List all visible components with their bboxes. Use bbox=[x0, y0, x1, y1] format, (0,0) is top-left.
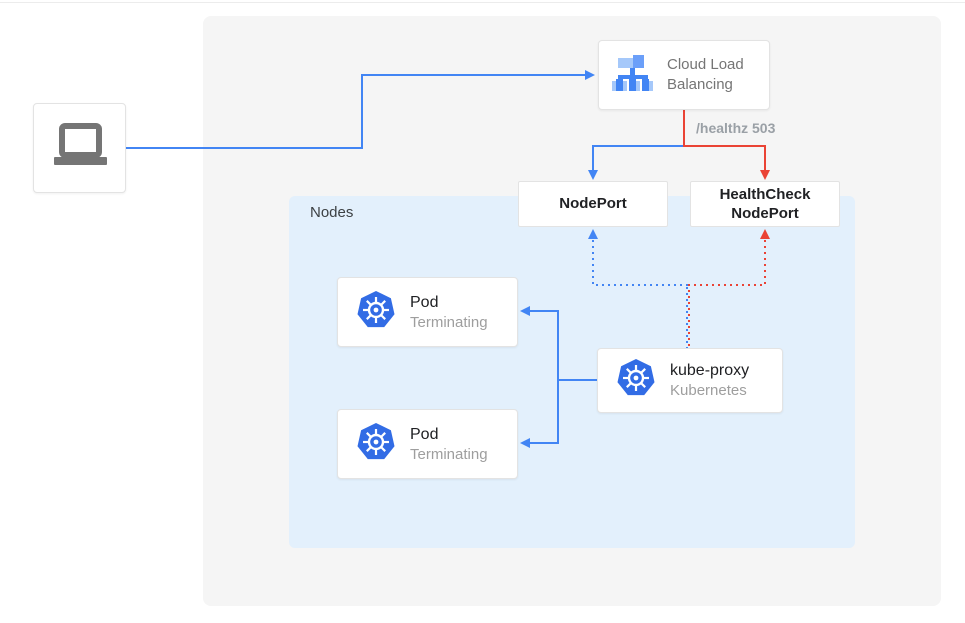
kubernetes-helm-icon bbox=[356, 290, 396, 335]
pod-terminating-node-2: Pod Terminating bbox=[337, 409, 518, 479]
top-divider bbox=[0, 2, 965, 3]
kubernetes-helm-icon bbox=[616, 358, 656, 403]
kube-proxy-node: kube-proxy Kubernetes bbox=[597, 348, 783, 413]
laptop-icon bbox=[48, 121, 112, 176]
healthz-status-label: /healthz 503 bbox=[696, 120, 776, 136]
kube-proxy-title: kube-proxy bbox=[670, 362, 750, 379]
pod-terminating-node-1: Pod Terminating bbox=[337, 277, 518, 347]
pod-status: Terminating bbox=[410, 445, 488, 463]
kubernetes-helm-icon bbox=[356, 422, 396, 467]
healthcheck-nodeport-node: HealthCheck NodePort bbox=[690, 181, 840, 227]
client-node bbox=[33, 103, 126, 193]
kube-proxy-subtitle: Kubernetes bbox=[670, 382, 747, 399]
healthcheck-nodeport-label: HealthCheck NodePort bbox=[719, 185, 811, 223]
cloud-load-balancing-label: Cloud Load Balancing bbox=[667, 55, 744, 93]
pod-title: Pod bbox=[410, 293, 439, 311]
nodeport-node: NodePort bbox=[518, 181, 668, 227]
cloud-load-balancing-node: Cloud Load Balancing bbox=[598, 40, 770, 110]
pod-title: Pod bbox=[410, 425, 439, 443]
pod-status: Terminating bbox=[410, 313, 488, 331]
load-balancer-icon bbox=[611, 52, 655, 99]
nodes-panel-label: Nodes bbox=[310, 204, 354, 221]
nodeport-label: NodePort bbox=[559, 195, 627, 213]
